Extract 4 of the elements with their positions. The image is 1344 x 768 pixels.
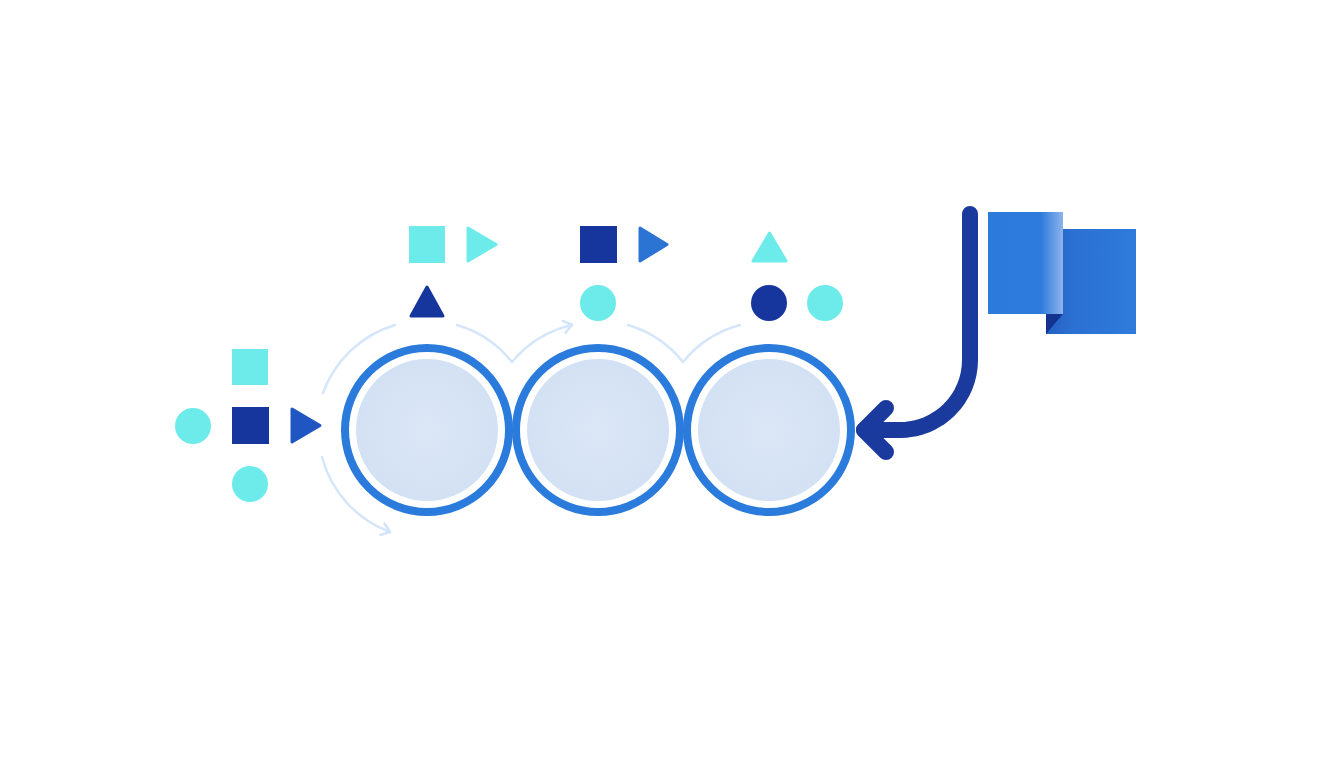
circle-node xyxy=(512,344,684,516)
curved-arrow xyxy=(856,206,978,460)
circle-node xyxy=(683,344,855,516)
circle-node xyxy=(341,344,513,516)
